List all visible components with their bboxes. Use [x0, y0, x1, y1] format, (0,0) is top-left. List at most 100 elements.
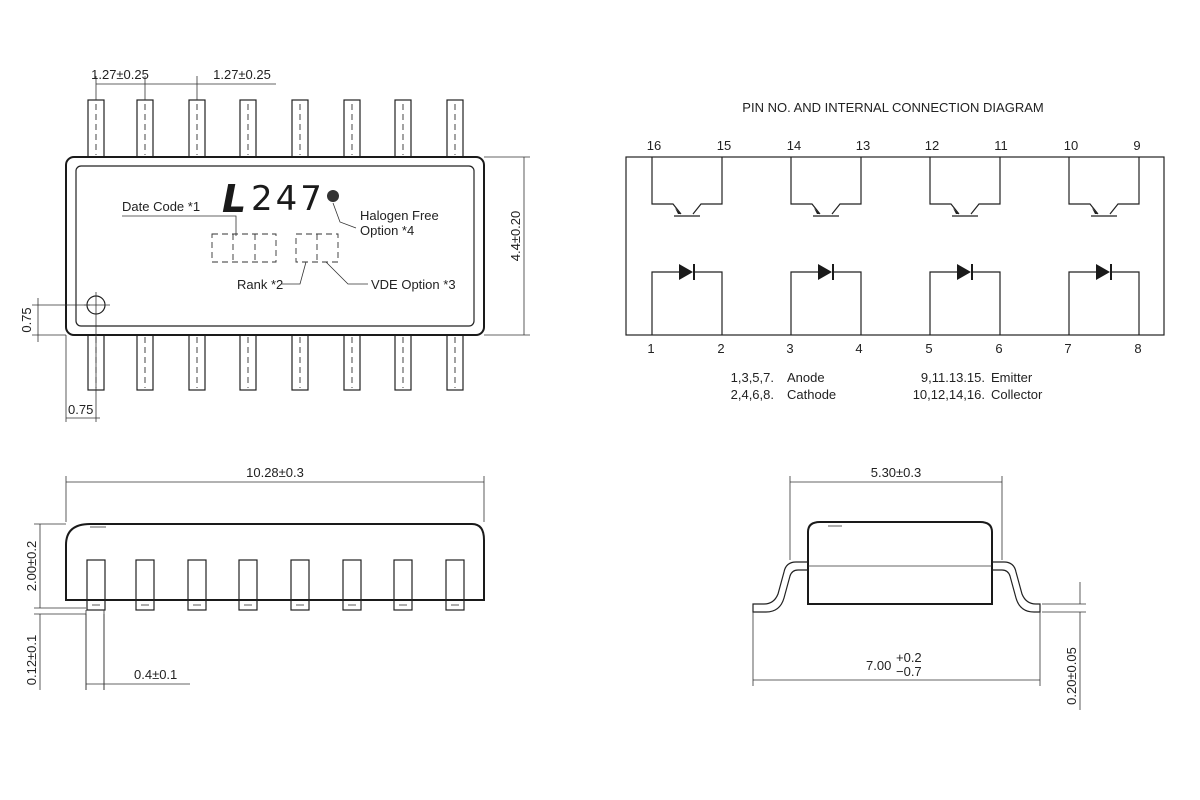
marking-prefix: L — [222, 177, 246, 221]
legend-emitter-name: Emitter — [991, 370, 1033, 385]
bottom-leads — [87, 334, 464, 391]
height-dim: 4.4±0.20 — [508, 211, 523, 262]
led-cathode-lead — [695, 271, 723, 335]
channel-4 — [1068, 157, 1140, 335]
top-pin-label-11: 11 — [994, 138, 1008, 153]
side-lead-width-dim: 0.4±0.1 — [134, 667, 177, 682]
top-pin-label-15: 15 — [717, 138, 731, 153]
side-lead-2 — [135, 559, 155, 611]
top-pin-label-12: 12 — [925, 138, 939, 153]
top-pin-label-9: 9 — [1133, 138, 1140, 153]
transistor-arrow — [814, 208, 820, 214]
side-lead-5 — [290, 559, 310, 611]
legend-collector-pins: 10,12,14,16. — [913, 387, 985, 402]
bottom-pin-label-4: 4 — [855, 341, 862, 356]
side-lead-4 — [238, 559, 258, 611]
led-diode-triangle — [818, 264, 832, 280]
led-cathode-lead — [834, 271, 862, 335]
transistor-emitter-lead — [651, 157, 682, 215]
legend-emitter-pins: 9,11.13.15. — [921, 370, 985, 385]
bottom-pin-labels: 1 2 3 4 5 6 7 8 — [647, 341, 1141, 356]
connection-diagram-title: PIN NO. AND INTERNAL CONNECTION DIAGRAM — [742, 100, 1043, 115]
transistor-arrow — [1092, 208, 1098, 214]
transistor-arrow — [953, 208, 959, 214]
end-lead-span-plus: +0.2 — [896, 650, 922, 665]
package-body-outer — [65, 156, 485, 336]
side-length-dim: 10.28±0.3 — [246, 465, 304, 480]
transistor-emitter-lead — [929, 157, 960, 215]
halogen-free-label-1: Halogen Free — [360, 208, 439, 223]
legend-anode-name: Anode — [787, 370, 825, 385]
date-code-label: Date Code *1 — [122, 199, 200, 214]
bottom-pin-label-7: 7 — [1064, 341, 1071, 356]
bottom-pin-label-5: 5 — [925, 341, 932, 356]
transistor-collector-lead — [970, 157, 1001, 215]
channel-2 — [790, 157, 862, 335]
end-lead-span-nominal: 7.00 — [866, 658, 891, 673]
top-pin-label-14: 14 — [787, 138, 801, 153]
bottom-pin-label-3: 3 — [786, 341, 793, 356]
top-leads — [87, 99, 464, 158]
led-diode-triangle — [957, 264, 971, 280]
top-pin-label-10: 10 — [1064, 138, 1078, 153]
end-lead-left — [752, 561, 808, 613]
end-body-width-dim: 5.30±0.3 — [871, 465, 922, 480]
transistor-arrow — [675, 208, 681, 214]
led-anode-lead — [790, 271, 818, 335]
channel-3 — [929, 157, 1001, 335]
date-code-box — [211, 233, 277, 263]
connection-diagram-frame — [625, 156, 1165, 336]
legend-cathode-pins: 2,4,6,8. — [731, 387, 774, 402]
side-lead-1 — [86, 559, 106, 611]
halogen-free-label-2: Option *4 — [360, 223, 414, 238]
end-lead-right — [992, 561, 1041, 613]
side-height-dim: 2.00±0.2 — [24, 541, 39, 592]
led-anode-lead — [929, 271, 957, 335]
top-pin-label-16: 16 — [647, 138, 661, 153]
led-diode-triangle — [679, 264, 693, 280]
led-anode-lead — [1068, 271, 1096, 335]
rank-label: Rank *2 — [237, 277, 283, 292]
transistor-emitter-lead — [790, 157, 821, 215]
halogen-free-dot — [327, 190, 339, 202]
marking-number: 247 — [251, 179, 325, 219]
transistor-collector-lead — [831, 157, 862, 215]
channels — [651, 157, 1140, 335]
bottom-pin-label-2: 2 — [717, 341, 724, 356]
side-body — [65, 523, 485, 601]
led-diode-triangle — [1096, 264, 1110, 280]
transistor-emitter-lead — [1068, 157, 1099, 215]
end-view: 5.30±0.3 7.00 +0.2 −0.7 0.20±0.05 — [752, 465, 1086, 710]
top-pin-labels: 16 15 14 13 12 11 10 9 — [647, 138, 1141, 153]
top-pin-label-13: 13 — [856, 138, 870, 153]
transistor-collector-lead — [692, 157, 723, 215]
side-standoff-dim: 0.12±0.1 — [24, 635, 39, 686]
bottom-pin-label-1: 1 — [647, 341, 654, 356]
transistor-collector-lead — [1109, 157, 1140, 215]
top-view: L 247 Date Code *1 Rank *2 VDE Option *3… — [19, 67, 530, 422]
pitch-dim-left: 1.27±0.25 — [91, 67, 149, 82]
side-lead-7 — [393, 559, 413, 611]
vde-option-label: VDE Option *3 — [371, 277, 456, 292]
side-lead-6 — [342, 559, 362, 611]
led-cathode-lead — [1112, 271, 1140, 335]
end-lead-span-minus: −0.7 — [896, 664, 922, 679]
pin1-offset-h-dim: 0.75 — [68, 402, 93, 417]
end-body — [807, 521, 993, 605]
led-anode-lead — [651, 271, 679, 335]
channel-1 — [651, 157, 723, 335]
led-cathode-lead — [973, 271, 1001, 335]
legend-cathode-name: Cathode — [787, 387, 836, 402]
end-lead-thickness-dim: 0.20±0.05 — [1064, 647, 1079, 705]
side-lead-8 — [445, 559, 465, 611]
bottom-pin-label-8: 8 — [1134, 341, 1141, 356]
legend-anode-pins: 1,3,5,7. — [731, 370, 774, 385]
connection-diagram: PIN NO. AND INTERNAL CONNECTION DIAGRAM … — [625, 100, 1165, 402]
bottom-pin-label-6: 6 — [995, 341, 1002, 356]
package-body-inner — [75, 165, 475, 327]
side-view: 10.28±0.3 2.00±0.2 0.12±0.1 0.4±0.1 — [24, 465, 485, 690]
side-lead-3 — [187, 559, 207, 611]
pin1-offset-v-dim: 0.75 — [19, 307, 34, 332]
